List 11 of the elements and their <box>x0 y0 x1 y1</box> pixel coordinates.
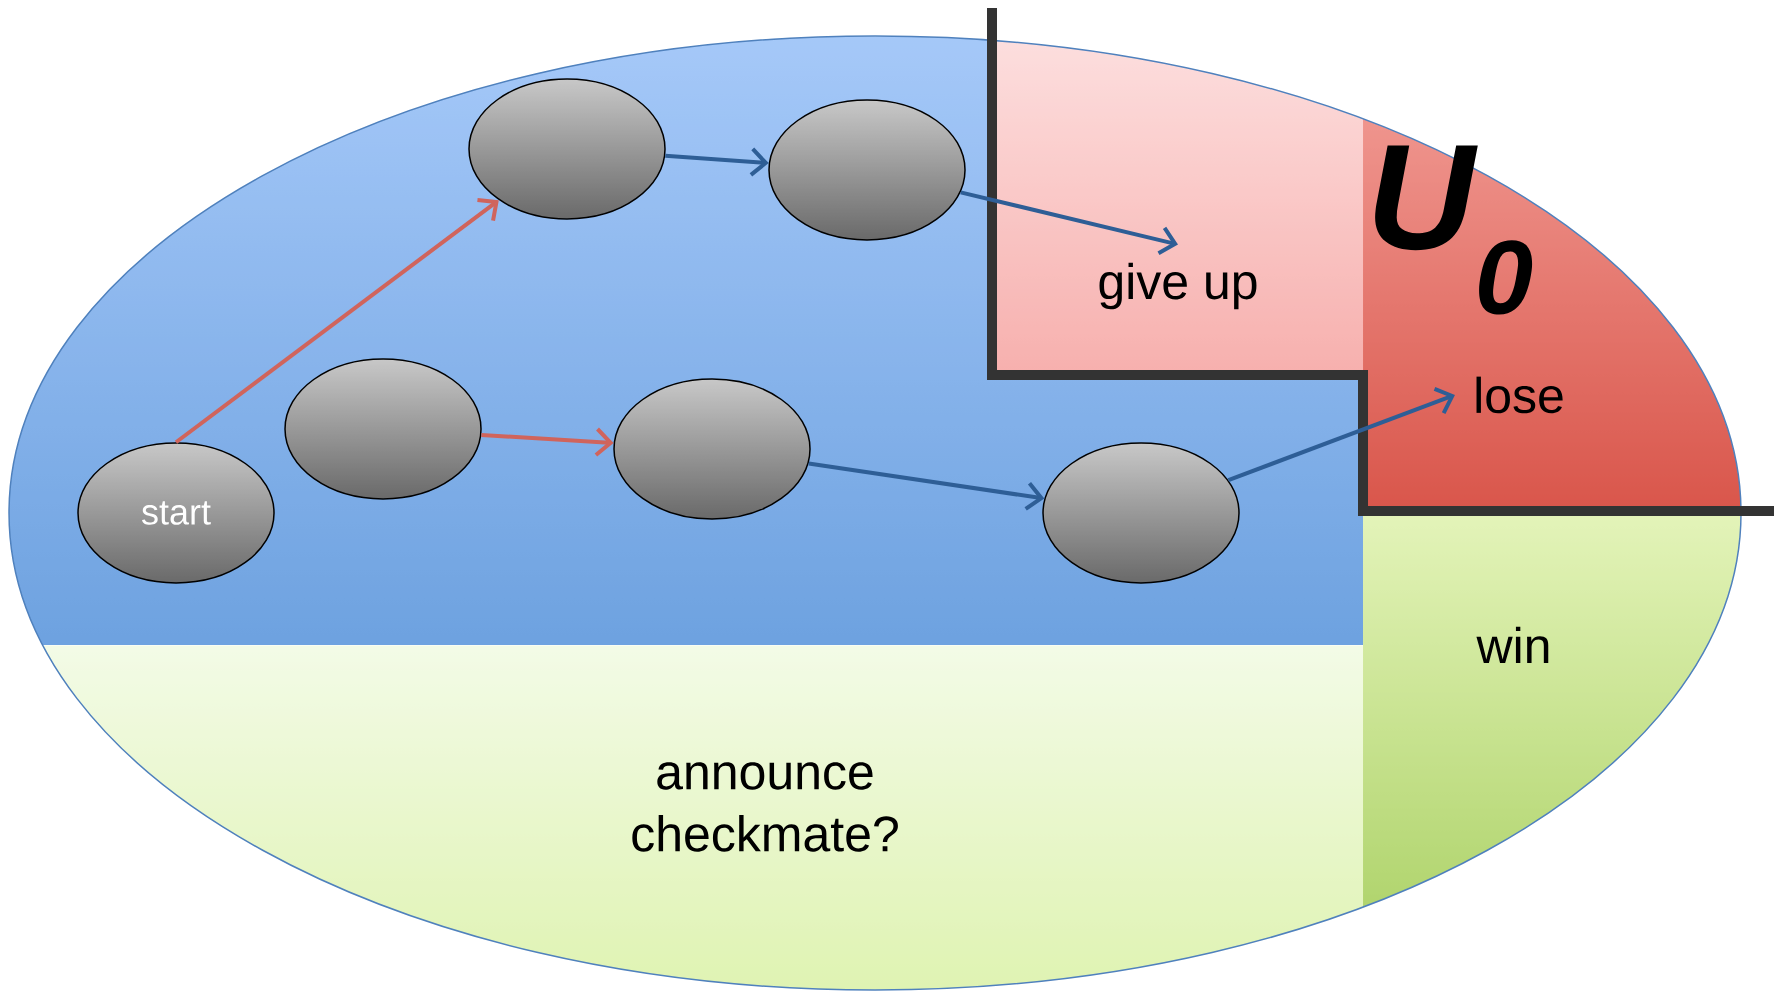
arrow <box>481 427 614 457</box>
arrow <box>174 197 499 444</box>
outcome-region: win <box>1476 626 1549 664</box>
arrow <box>665 147 769 177</box>
arrow <box>960 190 1178 255</box>
arrow <box>1227 386 1455 482</box>
outcome-region: announce checkmate? <box>632 762 898 852</box>
outcome-region: give up <box>1099 262 1257 310</box>
arrow <box>808 461 1045 511</box>
set-label: U$_{0}$ <box>1375 145 1533 315</box>
outcome-region: lose <box>1476 376 1563 414</box>
